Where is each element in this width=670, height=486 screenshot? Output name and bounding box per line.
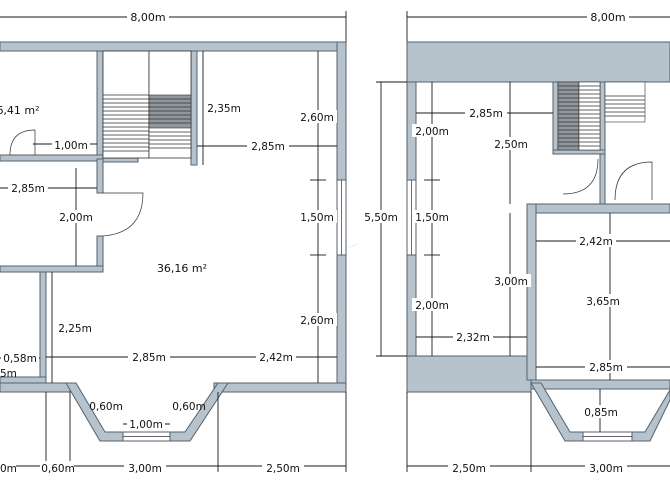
wall-stair-right (190, 50, 198, 166)
dim-100-bay: 1,00m (129, 419, 163, 431)
dim-260-top: 2,60m (300, 112, 334, 124)
dim-200-hall: 2,00m (59, 212, 93, 224)
dim-060-right: 0,60m (172, 401, 206, 413)
dim-bottom-300-right: 3,00m (589, 463, 623, 475)
north-roof-band (406, 41, 670, 83)
door-upper-right (614, 161, 653, 201)
wall-bath-bottom (0, 376, 47, 384)
bay-wall-left-right-plan (530, 382, 584, 442)
left-floor-plan: 8,00m (0, 9, 347, 475)
dim-550: 5,50m (364, 212, 398, 224)
dim-150-right: 1,50m (415, 212, 449, 224)
dim-200-bot-right: 2,00m (415, 300, 449, 312)
dim-150: 1,50m (300, 212, 334, 224)
south-roof-band (406, 355, 532, 393)
dim-bottom-250: 2,50m (266, 463, 300, 475)
dim-bottom-cut: 0m (0, 463, 17, 475)
south-wall-right (213, 382, 347, 393)
door-hall (102, 192, 144, 237)
staircase-left (102, 50, 192, 159)
dim-285-top: 2,85m (251, 141, 285, 153)
dim-242-right: 2,42m (579, 236, 613, 248)
wall-bath-right (39, 271, 47, 384)
wall-hall-bottom (0, 265, 104, 273)
dim-250: 2,50m (494, 139, 528, 151)
dim-060-left: 0,60m (89, 401, 123, 413)
wall-stair-left (96, 50, 104, 160)
top-width-label: 8,00m (130, 11, 165, 24)
dim-225: 2,25m (58, 323, 92, 335)
dim-285-bot: 2,85m (132, 352, 166, 364)
wall-small-room-bottom (0, 154, 104, 162)
dim-242: 2,42m (259, 352, 293, 364)
bay-wall-right-right-plan (631, 389, 670, 442)
door-upper-left (562, 158, 599, 195)
dim-285-bot-right: 2,85m (589, 362, 623, 374)
right-floor-plan: 8,00m (361, 9, 670, 475)
wall-stair-right-right-plan (599, 81, 606, 205)
dim-085: 0,85m (584, 407, 618, 419)
dim-058: 0,58m (3, 353, 37, 365)
dim-365: 3,65m (586, 296, 620, 308)
south-wall-right-plan (530, 379, 670, 390)
north-wall (0, 41, 347, 52)
wall-stair-bottom-right-plan (552, 149, 606, 155)
dim-285-top-right: 2,85m (469, 108, 503, 120)
staircase-right (557, 81, 646, 151)
interior-ledge (530, 203, 670, 214)
wall-ledge-vertical (526, 203, 537, 381)
door-small-room (9, 129, 36, 156)
south-wall-left (0, 382, 71, 393)
dim-285-left: 2,85m (11, 183, 45, 195)
area-main-room: 36,16 m² (157, 262, 207, 275)
dim-260-bot: 2,60m (300, 315, 334, 327)
dim-cut-5m: 5m (0, 368, 17, 380)
top-width-label-right: 8,00m (590, 11, 625, 24)
dim-bottom-250-right: 2,50m (452, 463, 486, 475)
area-small-room: 6,41 m² (0, 104, 40, 117)
dim-door-100: 1,00m (54, 140, 88, 152)
dim-235: 2,35m (207, 103, 241, 115)
wall-hall-upper (96, 158, 104, 194)
wall-stair-left-right-plan (552, 81, 559, 155)
dim-200-top-right: 2,00m (415, 126, 449, 138)
wall-stair-landing (102, 157, 139, 163)
dim-bottom-060: 0,60m (41, 463, 75, 475)
dim-bottom-300: 3,00m (128, 463, 162, 475)
dim-300-right: 3,00m (494, 276, 528, 288)
dim-232: 2,32m (456, 332, 490, 344)
